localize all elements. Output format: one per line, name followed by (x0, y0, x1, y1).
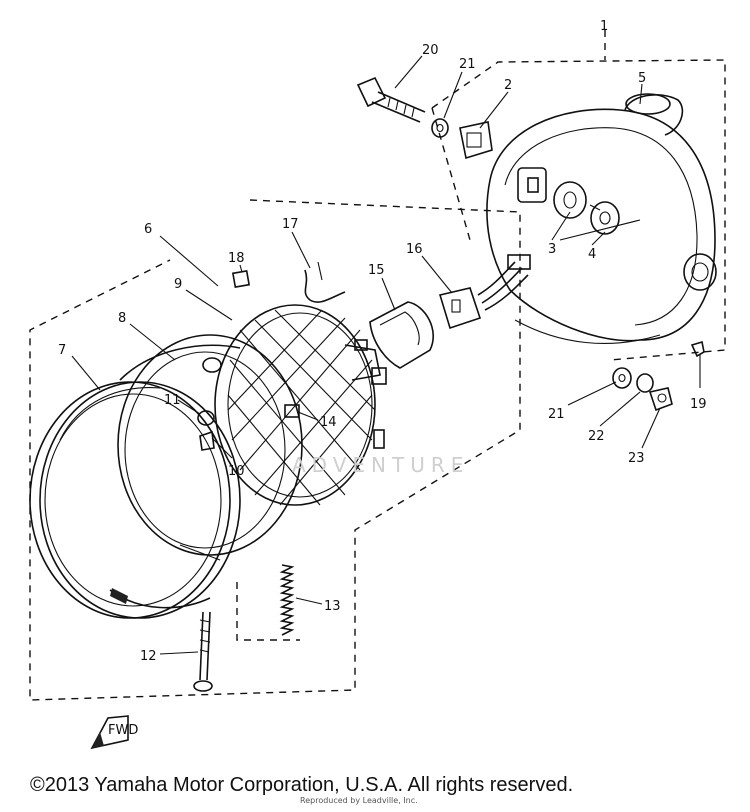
headlight-rim (29, 381, 241, 619)
callout-16: 16 (406, 242, 423, 257)
callout-5: 5 (638, 71, 646, 86)
callout-9: 9 (174, 277, 182, 292)
callout-14: 14 (320, 415, 337, 430)
callout-18: 18 (228, 251, 245, 266)
callout-1: 1 (600, 19, 608, 34)
callout-19: 19 (690, 397, 707, 412)
callout-15: 15 (368, 263, 385, 278)
adjust-screw-and-spring (193, 564, 295, 692)
headlight-housing (486, 93, 717, 344)
copyright-notice: ©2013 Yamaha Motor Corporation, U.S.A. A… (30, 774, 574, 796)
callout-8: 8 (118, 311, 126, 326)
callout-20: 20 (422, 43, 439, 58)
callout-10: 10 (228, 464, 245, 479)
callout-11: 11 (164, 393, 181, 408)
callout-23: 23 (628, 451, 645, 466)
socket-parts (553, 181, 620, 235)
watermark-text: ADVENTURE (292, 453, 469, 477)
leader-lines (71, 55, 701, 655)
callout-22: 22 (588, 429, 605, 444)
callout-3: 3 (548, 242, 556, 257)
callout-7: 7 (58, 343, 66, 358)
mounting-ring (117, 334, 303, 561)
callout-12: 12 (140, 649, 157, 664)
fwd-label: FWD (108, 723, 138, 738)
callout-21: 21 (459, 57, 476, 72)
reproduced-by-note: Reproduced by Leadville, Inc. (300, 796, 418, 805)
sealed-beam-unit (214, 304, 387, 506)
mounting-bolt (356, 76, 493, 160)
wiring-and-coupler (231, 254, 531, 369)
callout-13: 13 (324, 599, 341, 614)
callout-2: 2 (504, 78, 512, 93)
callout-labels: 20 21 2 5 1 6 18 17 16 15 3 4 9 8 7 11 1… (58, 19, 707, 664)
callout-17: 17 (282, 217, 299, 232)
callout-21b: 21 (548, 407, 565, 422)
fwd-arrow-icon: FWD (90, 715, 138, 750)
assembly-boundary-lines (29, 30, 726, 701)
nut-and-washers (612, 340, 705, 412)
callout-4: 4 (588, 247, 596, 262)
callout-6: 6 (144, 222, 152, 237)
